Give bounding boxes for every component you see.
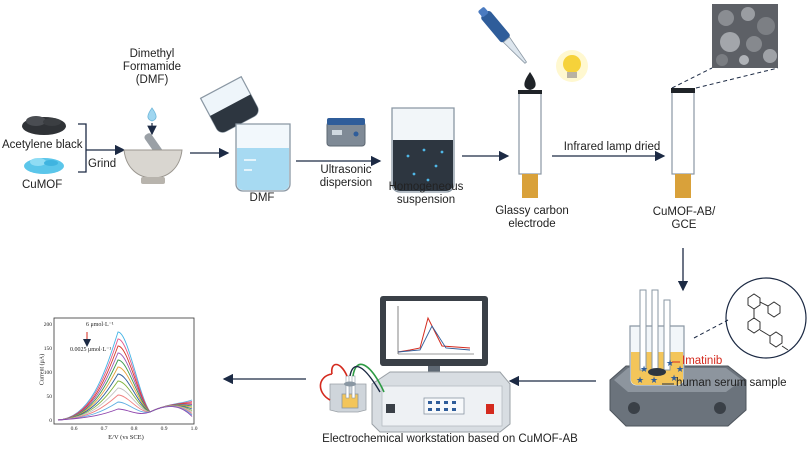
zoom-line-bottom xyxy=(695,67,779,89)
chart-bottom-label: 0.0025 μmol·L⁻¹ xyxy=(70,347,112,353)
light-bulb-icon xyxy=(556,50,588,82)
ultrasonic-label: Ultrasonic dispersion xyxy=(319,164,373,189)
workstation-label: Electrochemical workstation based on CuM… xyxy=(322,433,578,445)
mix-bracket xyxy=(78,123,92,173)
chart-ytick: 50 xyxy=(46,394,53,400)
cumof-ab-gce-label: CuMOF-AB/ GCE xyxy=(652,206,716,231)
grind-label: Grind xyxy=(88,158,117,170)
workstation-box-icon xyxy=(371,371,511,433)
pipette-icon xyxy=(478,7,528,64)
chart-xtick: 0.6 xyxy=(70,426,78,432)
chart-ytick: 100 xyxy=(43,370,52,376)
dmf-label: DMF xyxy=(249,192,275,204)
svg-text:★: ★ xyxy=(640,364,648,374)
acetylene-black-powder xyxy=(22,116,66,135)
chart-xtick: 0.8 xyxy=(130,426,138,432)
chart-xlabel: E/V (vs SCE) xyxy=(108,434,144,441)
zoom-line-top xyxy=(671,67,713,89)
serum-label: human serum sample xyxy=(676,377,787,389)
suspension-beaker-icon xyxy=(391,107,455,193)
dpv-inset-chart xyxy=(53,317,195,425)
workstation-cell-icon xyxy=(319,363,385,413)
chart-xtick: 0.9 xyxy=(160,426,168,432)
cumof-label: CuMOF xyxy=(22,179,63,191)
dmf-beaker-icon xyxy=(235,123,291,192)
ink-drop-icon xyxy=(524,72,536,90)
chart-ytick: 200 xyxy=(43,322,52,328)
electrochemical-cell-icon xyxy=(629,289,685,387)
cumof-ab-gce-electrode-icon xyxy=(671,88,695,198)
cumof-powder xyxy=(24,158,64,174)
chart-top-label: 6 μmol·L⁻¹ xyxy=(86,322,114,328)
dmf-reagent-label: Dimethyl Formamide (DMF) xyxy=(122,48,182,86)
svg-text:★: ★ xyxy=(636,375,644,385)
chart-xtick: 1.0 xyxy=(190,426,198,432)
monitor-icon xyxy=(380,296,488,376)
ultrasonic-bath-icon xyxy=(326,118,366,147)
mortar-pestle-icon xyxy=(123,133,183,184)
svg-text:★: ★ xyxy=(650,375,658,385)
sem-image xyxy=(712,4,778,68)
imatinib-label: Imatinib xyxy=(682,355,723,367)
dmf-droplet-icon xyxy=(147,107,157,122)
molecule-zoom-line xyxy=(693,319,729,339)
glassy-carbon-label: Glassy carbon electrode xyxy=(495,205,569,230)
acetylene-black-label: Acetylene black xyxy=(2,139,83,151)
chart-xtick: 0.7 xyxy=(100,426,108,432)
svg-text:★: ★ xyxy=(666,358,674,368)
svg-text:★: ★ xyxy=(676,364,684,374)
svg-text:★: ★ xyxy=(670,373,678,383)
glassy-carbon-electrode-icon xyxy=(518,90,542,198)
homogeneous-label: Homogeneous suspension xyxy=(388,181,464,206)
infrared-label: Infrared lamp dried xyxy=(563,141,661,153)
chart-ytick: 150 xyxy=(43,346,52,352)
imatinib-molecule-inset xyxy=(725,277,807,359)
pouring-beaker-icon xyxy=(199,75,259,133)
imatinib-stars: ★★ ★★ ★★ xyxy=(636,358,684,385)
chart-ytick: 0 xyxy=(49,418,52,424)
dpv-curves xyxy=(57,331,193,421)
dpv-curve xyxy=(57,406,193,421)
